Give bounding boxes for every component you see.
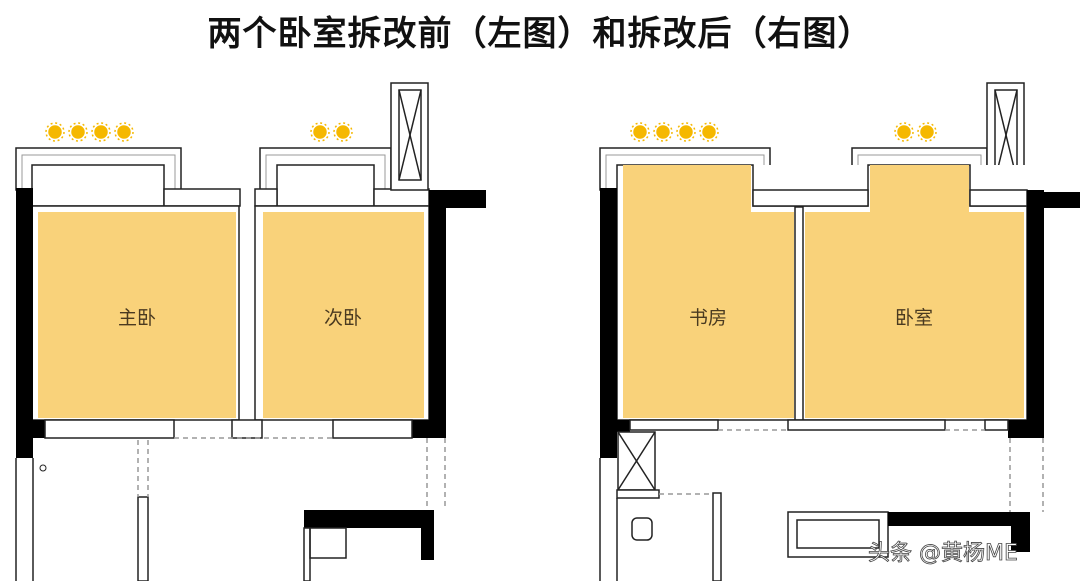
plan-before	[15, 82, 486, 581]
room-fill-bedroom	[805, 165, 1024, 418]
room-fill-master-bedroom	[38, 212, 236, 418]
sun-rating-before-master	[45, 122, 134, 142]
sun-icon	[917, 122, 937, 142]
sun-icon	[676, 122, 696, 142]
sun-icon	[333, 122, 353, 142]
sun-icon	[68, 122, 88, 142]
wall	[16, 188, 33, 458]
sun-icon	[114, 122, 134, 142]
bay-window	[31, 164, 165, 207]
diagram-title: 两个卧室拆改前（左图）和拆改后（右图）	[207, 14, 873, 54]
room-label-second-bedroom: 次卧	[324, 307, 362, 329]
watermark: 头条 @黄杨ME	[868, 541, 1018, 566]
sun-rating-after-bedroom	[894, 122, 937, 142]
wall	[600, 188, 617, 458]
wall	[429, 190, 446, 438]
sun-icon	[91, 122, 111, 142]
sun-icon	[630, 122, 650, 142]
sun-icon	[653, 122, 673, 142]
sun-icon	[310, 122, 330, 142]
sun-rating-after-study	[630, 122, 719, 142]
sun-icon	[894, 122, 914, 142]
sun-rating-before-second	[310, 122, 353, 142]
room-label-bedroom: 卧室	[895, 307, 933, 329]
sun-icon	[45, 122, 65, 142]
plan-after	[599, 82, 1080, 581]
room-label-study: 书房	[689, 307, 727, 329]
bay-window	[276, 164, 375, 207]
room-fill-second-bedroom	[263, 212, 424, 418]
sun-icon	[699, 122, 719, 142]
room-fill-study	[623, 165, 794, 418]
wall	[1027, 190, 1044, 438]
room-label-master-bedroom: 主卧	[118, 307, 156, 329]
